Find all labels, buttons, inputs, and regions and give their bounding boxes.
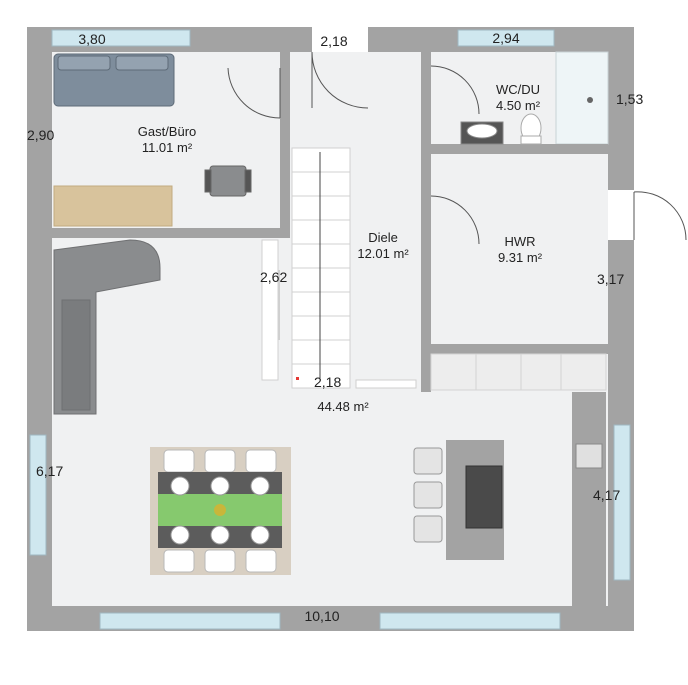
room-area: 9.31 m² (497, 250, 543, 265)
desk (53, 185, 173, 227)
sink (460, 121, 504, 145)
room-name: HWR (504, 234, 536, 249)
dim-stair-left: 2,62 (260, 269, 288, 285)
window-top-left (51, 29, 191, 47)
cooktop (465, 465, 503, 529)
dim-stair-bottom: 2,18 (314, 374, 342, 390)
dim-left-upper: 2,90 (27, 127, 55, 143)
shower-drain (587, 97, 593, 103)
dim-wc-right: 1,53 (616, 91, 644, 107)
corner-sofa (53, 239, 161, 415)
dim-right-lower: 4,17 (593, 487, 621, 503)
room-area: 12.01 m² (357, 246, 409, 261)
window-bottom-right (379, 612, 561, 630)
room-area: 44.48 m² (317, 399, 369, 414)
floor-hwr (431, 154, 608, 344)
dim-top-mid: 2,18 (320, 33, 348, 49)
hwr-outer-door-opening (608, 190, 634, 240)
toilet (520, 113, 542, 145)
floor-wohnen-bottom (52, 390, 608, 606)
room-name: WC/DU (495, 82, 541, 97)
room-name: Gast/Büro (137, 124, 197, 139)
room-area: 11.01 m² (141, 140, 193, 155)
room-label-wc: WC/DU 4.50 m² (470, 82, 566, 114)
room-label-hwr: HWR 9.31 m² (472, 234, 568, 266)
dim-top-right: 2,94 (492, 30, 520, 46)
window-bottom-left (99, 612, 281, 630)
window-right (613, 424, 631, 581)
kitchen-counter-right (572, 392, 606, 606)
room-name: Diele (368, 230, 398, 245)
kitchen-counter-top (430, 353, 607, 391)
office-chair (204, 165, 252, 197)
dim-left-lower: 6,17 (36, 463, 64, 479)
centerpiece (214, 504, 226, 516)
place-settings (170, 476, 270, 545)
room-label-wohnen: 44.48 m² (295, 399, 391, 415)
door-swings (227, 51, 687, 245)
stair-landing (355, 379, 417, 389)
dim-bottom: 10,10 (304, 608, 340, 624)
front-door-opening (312, 27, 368, 52)
dim-hwr-right: 3,17 (597, 271, 625, 287)
sideboard (261, 239, 279, 381)
window-top-right (457, 29, 555, 47)
room-label-diele: Diele 12.01 m² (335, 230, 431, 262)
room-label-gast: Gast/Büro 11.01 m² (119, 124, 215, 156)
windows (29, 29, 631, 630)
bar-stools (413, 447, 443, 543)
dim-top-left: 3,80 (78, 31, 106, 47)
window-wc (555, 51, 609, 145)
staircase (291, 147, 351, 389)
window-left (29, 434, 47, 556)
kitchen-sink (575, 443, 603, 469)
room-area: 4.50 m² (495, 98, 541, 113)
bed (53, 53, 175, 107)
